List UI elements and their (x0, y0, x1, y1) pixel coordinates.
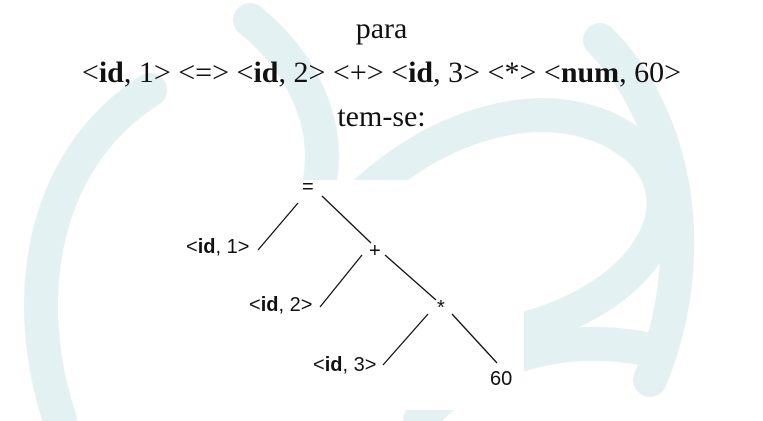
token-id-2: <id, 2> (236, 56, 326, 89)
node-assign: = (302, 176, 314, 198)
token-plus: <+> (325, 56, 392, 89)
edge-plus-star (384, 254, 437, 301)
edge-plus-id2 (319, 254, 363, 308)
token-id-1: <id, 1> (81, 56, 171, 89)
token-id-3: <id, 3> (391, 56, 481, 89)
token-assign: <=> (170, 56, 237, 89)
edge-assign-plus (321, 195, 372, 244)
token-num-60: <num, 60> (543, 56, 682, 89)
syntax-tree-panel (148, 180, 524, 410)
token-times: <*> (480, 56, 544, 89)
node-id-2: <id, 2> (249, 294, 313, 316)
edge-assign-id1 (257, 202, 299, 251)
edge-star-id3 (382, 313, 429, 366)
node-num-60: 60 (490, 368, 513, 390)
node-id-1: <id, 1> (186, 236, 250, 258)
caption-tem-se: tem-se: (337, 100, 426, 133)
node-id-3: <id, 3> (313, 354, 377, 376)
node-plus: + (369, 240, 381, 262)
node-times: * (437, 297, 445, 319)
caption-para: para (355, 12, 408, 45)
edge-star-60 (451, 313, 498, 364)
token-sequence: <id, 1> <=> <id, 2> <+> <id, 3> <*> <num… (0, 56, 763, 90)
